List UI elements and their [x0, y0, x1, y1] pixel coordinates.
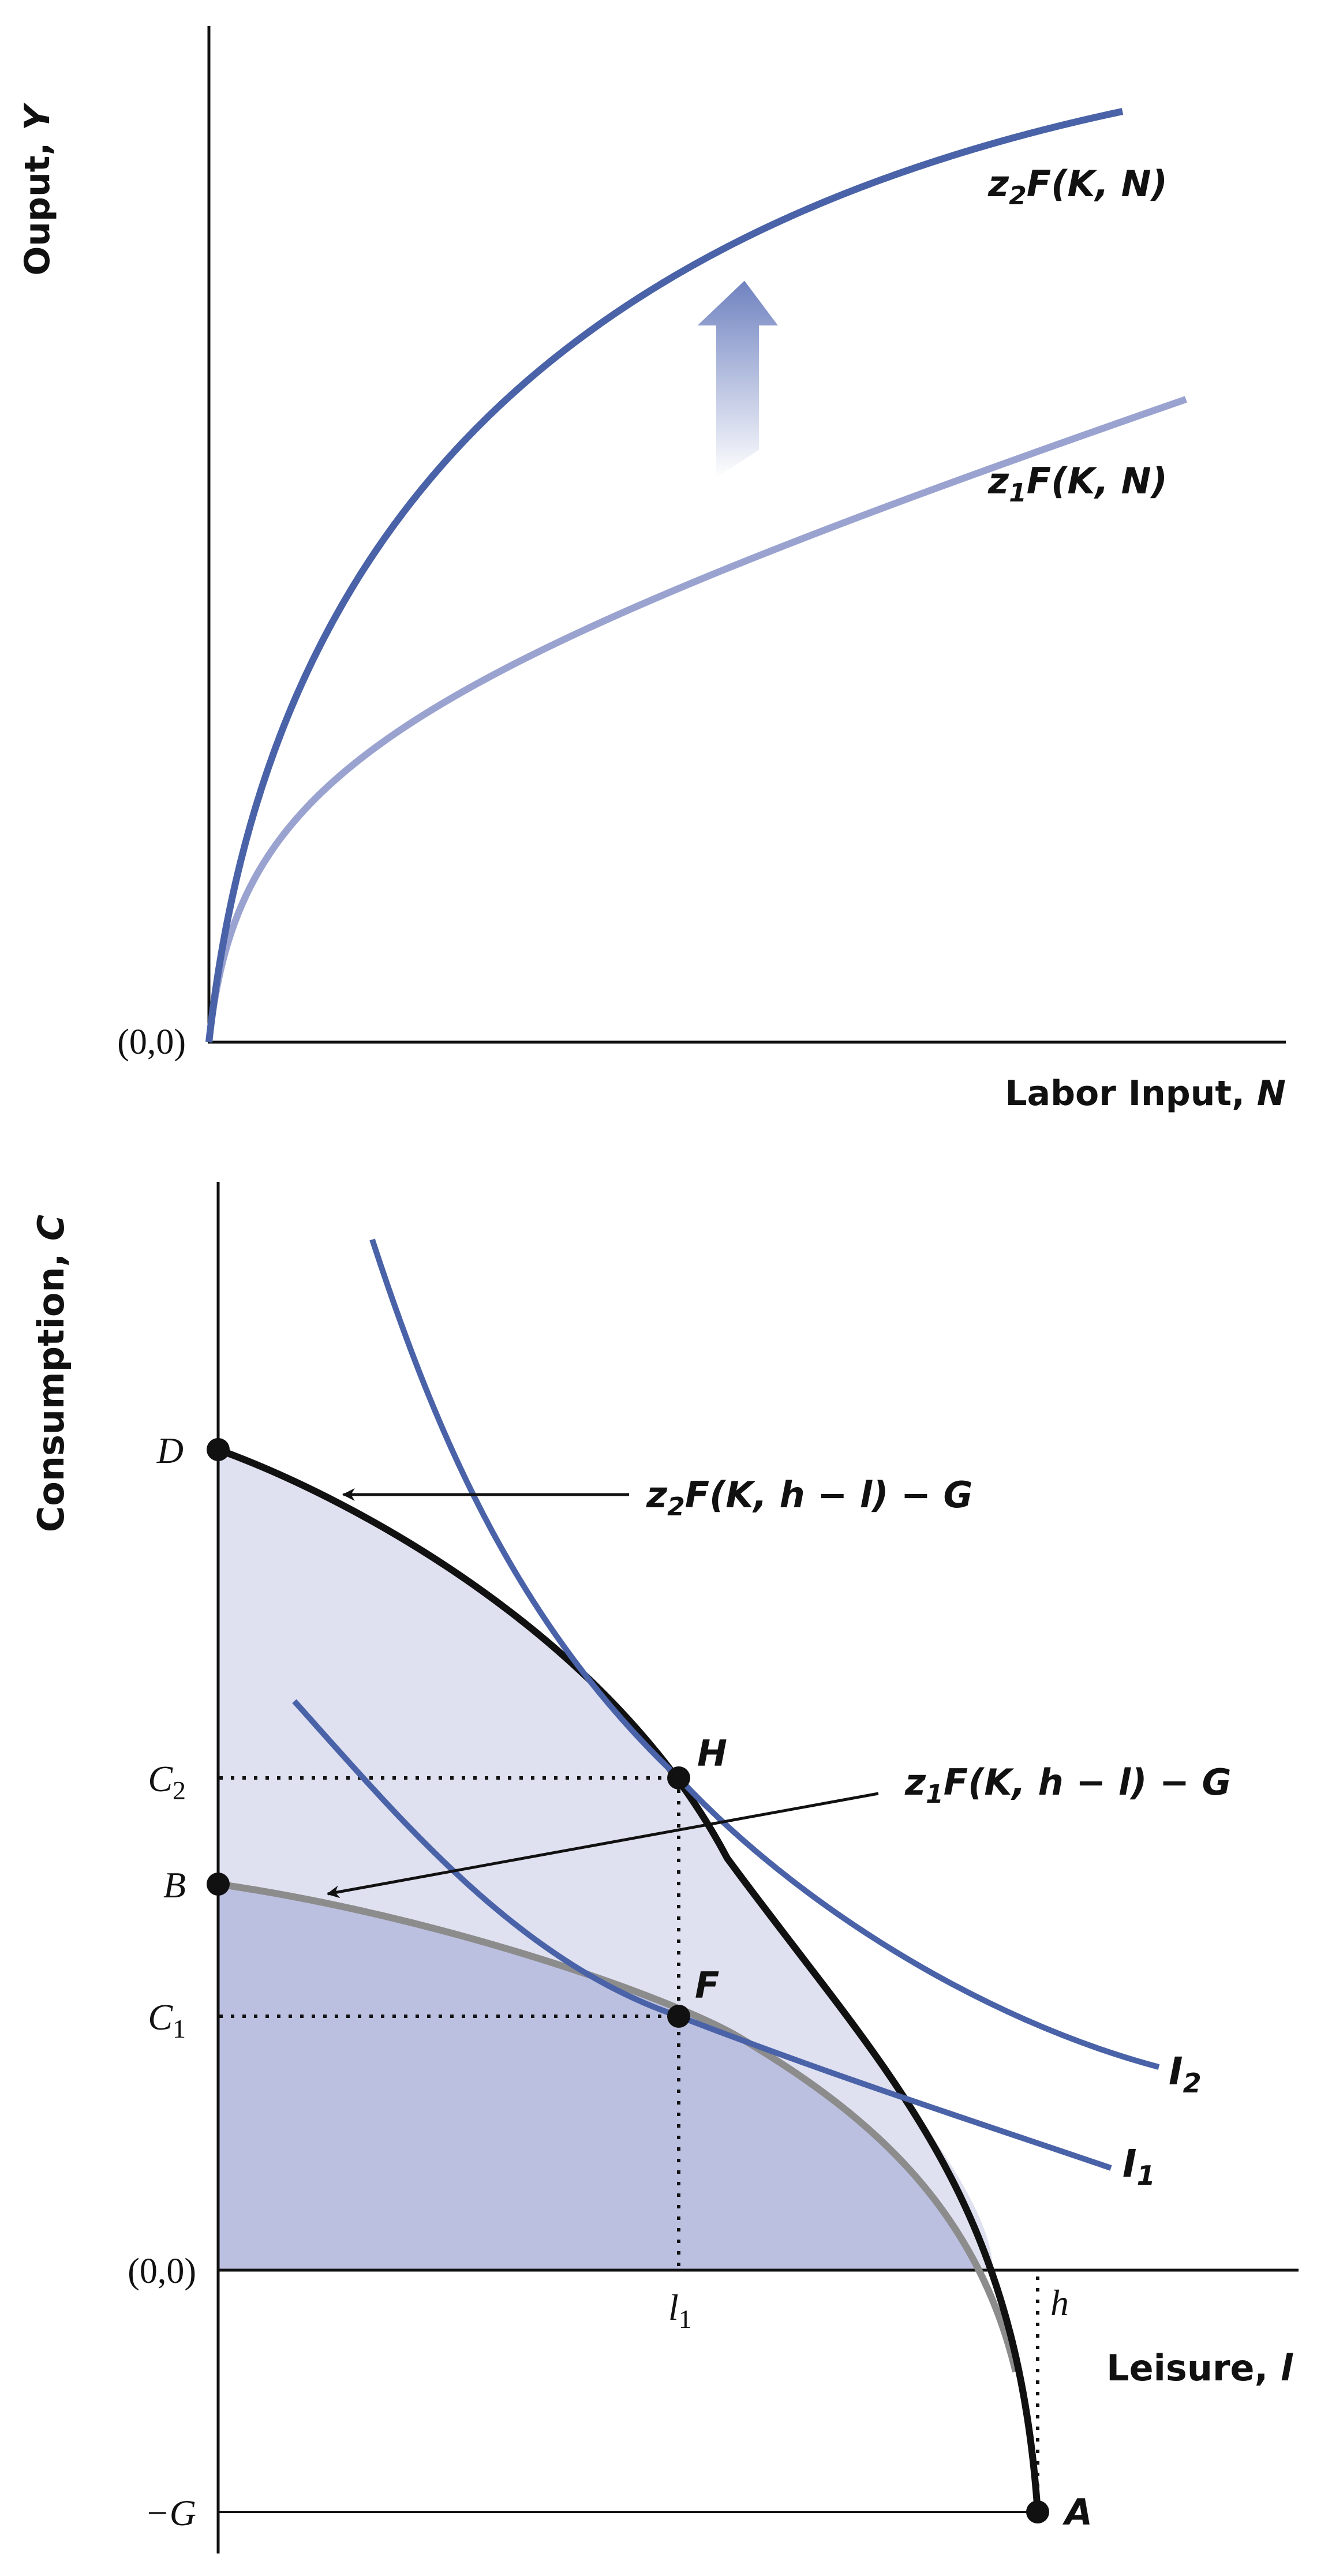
label-ppf-z2: z2F(K, h − l) − G	[646, 1474, 972, 1522]
production-function-panel: z2F(K, N) z1F(K, N) Ouput, Y Labor Input…	[17, 26, 1286, 1114]
label-indifference-i2: I2	[1169, 2049, 1202, 2099]
tick-c2: C2	[148, 1758, 186, 1805]
bottom-x-axis-label: Leisure, l	[1106, 2347, 1293, 2389]
consumption-leisure-panel: H F A D C2 B C1 (0,0) −G l1 h z2F(K, h −…	[30, 1182, 1299, 2553]
point-f	[667, 2005, 690, 2028]
bottom-y-axis-label: Consumption, C	[30, 1215, 72, 1533]
curve-z1-production	[205, 396, 1187, 1043]
label-point-a: A	[1062, 2491, 1092, 2533]
curve-z2-production	[205, 108, 1124, 1043]
upward-shift-arrow	[694, 279, 780, 480]
label-indifference-i1: I1	[1123, 2141, 1155, 2191]
tick-l1: l1	[668, 2287, 692, 2334]
region-z1-feasible	[218, 1884, 978, 2270]
label-ppf-z1: z1F(K, h − l) − G	[904, 1761, 1231, 1809]
label-z2-production: z2F(K, N)	[987, 163, 1168, 211]
tick-c1: C1	[148, 1997, 186, 2043]
tick-b: B	[163, 1864, 186, 1905]
ppf-z2-curve	[216, 1446, 1041, 2513]
tick-h: h	[1050, 2282, 1069, 2323]
arrow-to-ppf-z1	[326, 1792, 879, 1899]
top-origin-label: (0,0)	[117, 1023, 186, 1062]
label-z1-production: z1F(K, N)	[987, 460, 1168, 508]
label-point-f: F	[695, 1964, 719, 2006]
bottom-origin-label: (0,0)	[128, 2252, 196, 2291]
top-y-axis-label: Ouput, Y	[17, 102, 58, 276]
tick-minus-g: −G	[145, 2492, 196, 2533]
point-a	[1026, 2500, 1049, 2523]
tick-d: D	[156, 1430, 184, 1471]
label-point-h: H	[697, 1732, 727, 1774]
point-h	[667, 1766, 690, 1789]
point-d	[207, 1438, 230, 1461]
point-b	[207, 1873, 230, 1896]
top-x-axis-label: Labor Input, N	[1005, 1073, 1286, 1114]
